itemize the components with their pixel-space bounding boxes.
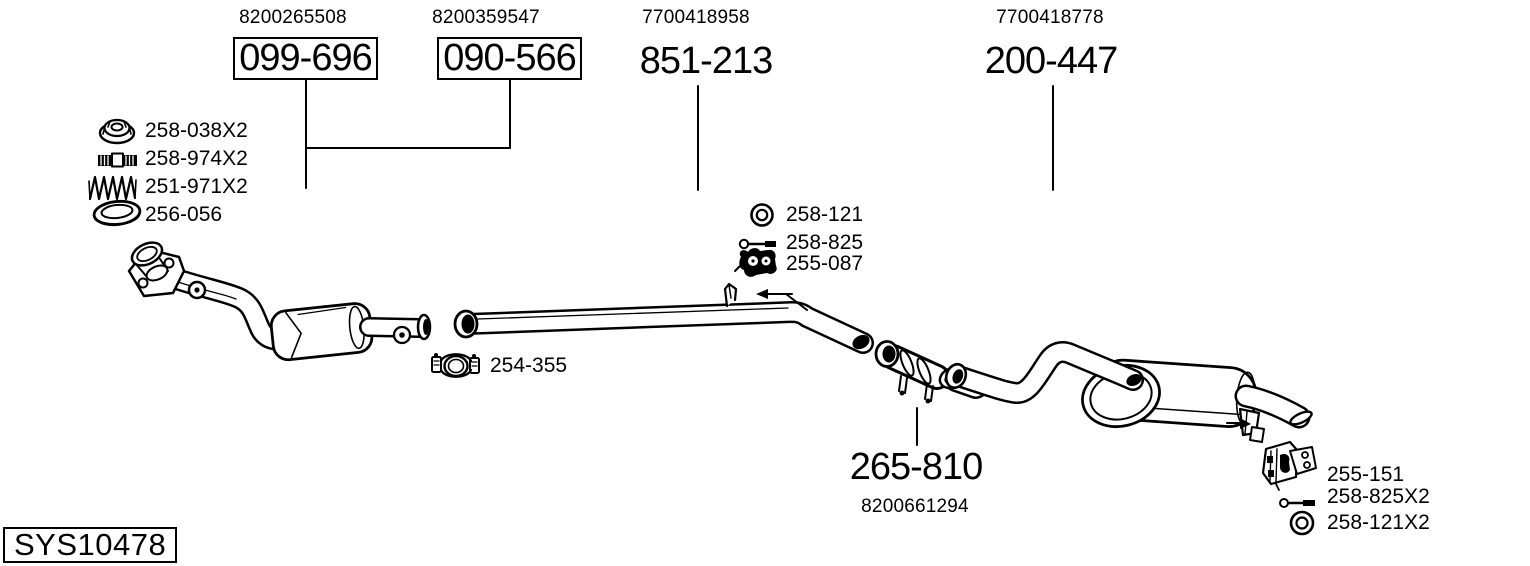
parts-list-item-label: 251-971X2 [145, 175, 248, 198]
parts-list-item-label: 258-121X2 [1327, 511, 1430, 534]
parts-list-item-label: 258-038X2 [145, 119, 248, 142]
middle-pipe-drawing [453, 282, 874, 354]
part-number-box: 099-696 [233, 37, 378, 80]
part-number: 265-810 [849, 446, 983, 488]
system-id-box: SYS10478 [3, 527, 178, 563]
hanger-bracket-icon [1261, 440, 1317, 491]
front-pipe-drawing [127, 241, 293, 351]
parts-list-item-label: 258-825 [786, 231, 864, 254]
flange-nut-icon [98, 118, 136, 145]
parts-list-item-label: 256-056 [145, 203, 223, 226]
bolt-icon-2 [1279, 498, 1315, 508]
catalytic-converter-drawing [269, 302, 432, 362]
parts-list-item-label: 258-121 [786, 203, 864, 226]
part-number: 200-447 [984, 40, 1118, 82]
ref-number: 8200359547 [432, 7, 540, 28]
parts-list-item-label: 255-087 [786, 252, 864, 275]
washer-ring-icon [750, 203, 774, 227]
washer-ring-icon-2 [1289, 510, 1315, 536]
parts-list-item-label: 258-825X2 [1327, 485, 1430, 508]
bolt-icon [738, 238, 776, 250]
part-number-box: 090-566 [437, 37, 582, 80]
rubber-hanger-icon [734, 248, 777, 277]
clamp-icon [431, 353, 480, 378]
gasket-ring-icon [92, 199, 142, 227]
ref-number: 8200661294 [861, 496, 969, 517]
rear-muffler-drawing [944, 341, 1313, 443]
stud-bolt-icon [98, 152, 137, 168]
spring-icon [88, 175, 137, 201]
ref-number: 7700418958 [642, 7, 750, 28]
parts-list-item-label: 258-974X2 [145, 147, 248, 170]
leader-lines [305, 79, 1054, 446]
parts-list-item-label: 255-151 [1327, 463, 1405, 486]
ref-number: 8200265508 [239, 7, 347, 28]
ref-number: 7700418778 [996, 7, 1104, 28]
part-number: 851-213 [639, 40, 773, 82]
parts-list-item-label: 254-355 [490, 354, 568, 377]
